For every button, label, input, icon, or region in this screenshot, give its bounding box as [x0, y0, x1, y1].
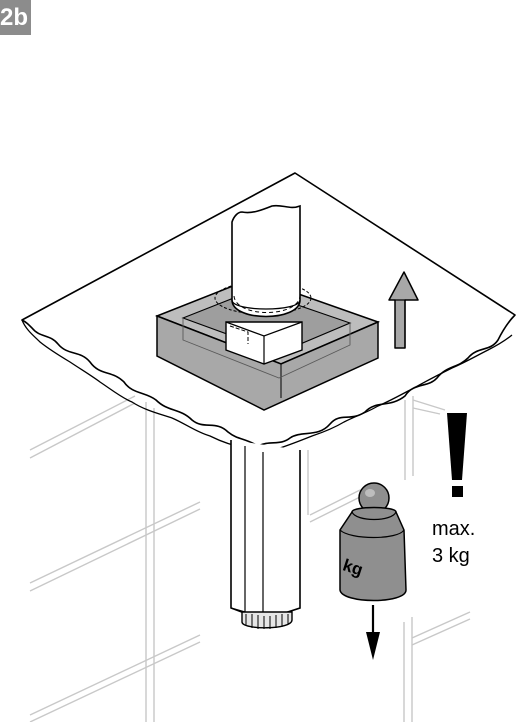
- max-load-label: max. 3 kg: [432, 516, 475, 570]
- pipe-top: [231, 204, 301, 318]
- shower-arm: [230, 440, 301, 621]
- up-arrow-icon: [388, 271, 419, 349]
- threaded-connector: [241, 611, 293, 629]
- max-load-line1: max.: [432, 518, 476, 540]
- weight-icon: [339, 482, 407, 602]
- step-number-badge: 2b: [0, 0, 31, 35]
- warning-exclamation-icon: [447, 413, 467, 497]
- mounting-bracket: [225, 321, 303, 365]
- down-arrow-icon: [366, 605, 380, 660]
- max-load-line2: 3 kg: [432, 545, 470, 567]
- wall-tiles: [29, 395, 471, 722]
